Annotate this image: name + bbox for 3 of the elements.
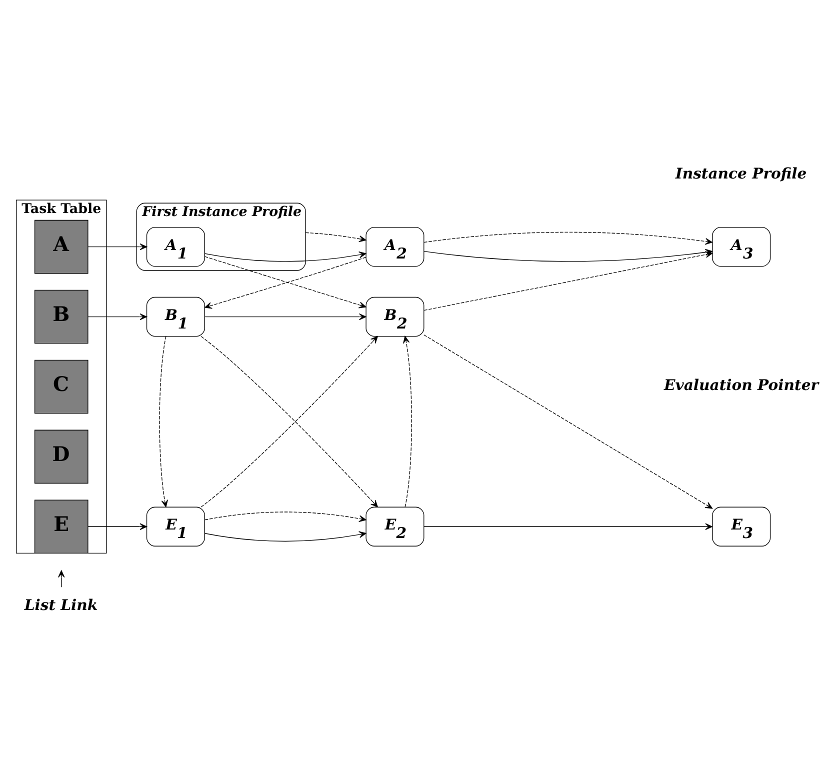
label: Evaluation Pointer: [664, 376, 819, 394]
label: Instance Profile: [675, 165, 807, 182]
node-text: List Link: [24, 596, 98, 614]
